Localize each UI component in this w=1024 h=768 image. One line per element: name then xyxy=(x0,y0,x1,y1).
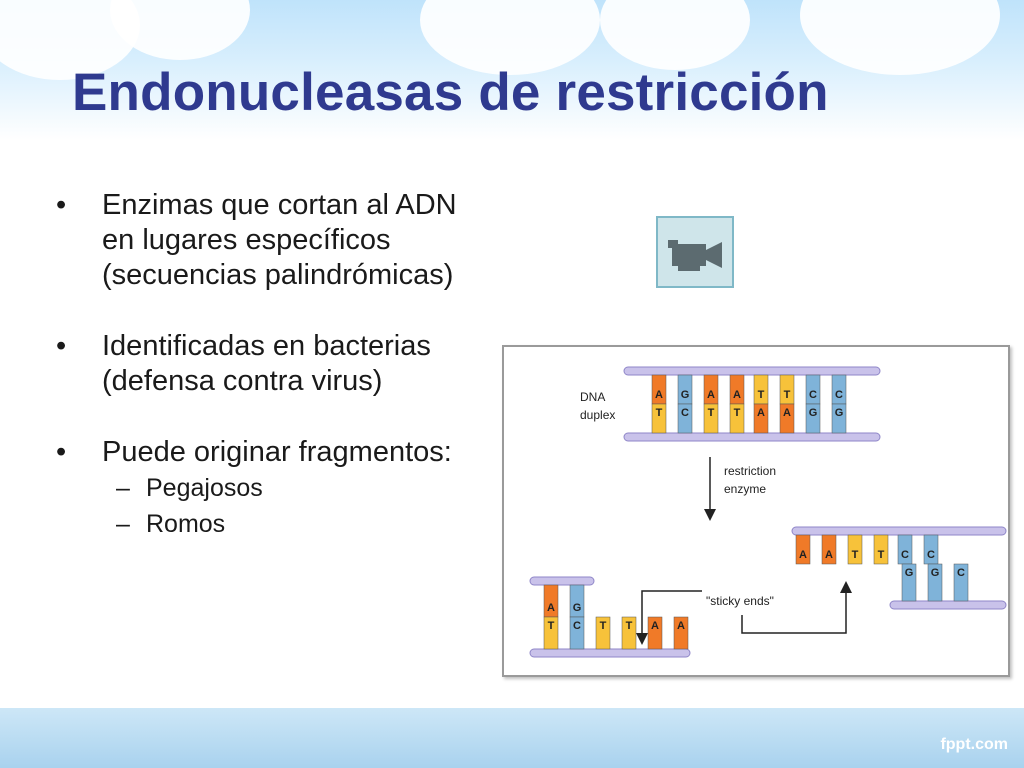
dna-backbone xyxy=(623,432,881,442)
nucleotide-base xyxy=(703,403,719,434)
sub-bullet-marker: – xyxy=(116,510,130,538)
base-letter: T xyxy=(548,620,555,632)
bullet-marker: • xyxy=(56,189,67,221)
nucleotide-base xyxy=(595,616,611,650)
base-letter: A xyxy=(547,602,555,614)
dna-backbone xyxy=(529,648,691,658)
nucleotide-base xyxy=(953,563,969,602)
base-letter: A xyxy=(783,407,791,419)
base-letter: A xyxy=(651,620,659,632)
base-letter: A xyxy=(757,407,765,419)
bullet-text: Enzimas que cortan al ADN en lugares esp… xyxy=(102,189,457,291)
duplex-label: duplex xyxy=(580,408,615,422)
bullet-list: • Enzimas que cortan al ADN en lugares e… xyxy=(56,188,496,542)
base-letter: A xyxy=(677,620,685,632)
sticky-ends-arrow-right xyxy=(741,581,852,634)
slide-title: Endonucleasas de restricción xyxy=(72,63,829,122)
base-letter: C xyxy=(901,549,909,561)
sticky-ends-arrow-left xyxy=(636,590,702,645)
base-letter: T xyxy=(852,549,859,561)
base-letter: C xyxy=(809,389,817,401)
base-letter: C xyxy=(927,549,935,561)
base-letter: G xyxy=(809,407,818,419)
bullet-text: Identificadas en bacterias (defensa cont… xyxy=(102,330,431,397)
dna-backbone xyxy=(529,576,595,586)
sub-bullet-marker: – xyxy=(116,474,130,502)
base-letter: T xyxy=(708,407,715,419)
bullet-marker: • xyxy=(56,436,67,468)
base-letter: T xyxy=(734,407,741,419)
nucleotide-base xyxy=(647,616,663,650)
sub-bullet-item: – Romos xyxy=(56,506,496,542)
sub-bullet-item: – Pegajosos xyxy=(56,470,496,506)
sticky-ends-label: "sticky ends" xyxy=(706,594,774,608)
sub-bullet-text: Pegajosos xyxy=(146,474,263,502)
footer-brand: fppt.com xyxy=(940,736,1008,753)
nucleotide-base xyxy=(543,616,559,650)
bullet-item: • Identificadas en bacterias (defensa co… xyxy=(56,329,496,399)
nucleotide-base xyxy=(831,403,847,434)
base-letter: A xyxy=(733,389,741,401)
dna-backbone xyxy=(889,600,1007,610)
base-letter: G xyxy=(905,567,914,579)
base-letter: C xyxy=(681,407,689,419)
restriction-label: restriction xyxy=(724,464,776,478)
dna-backbone xyxy=(791,526,1007,536)
bullet-marker: • xyxy=(56,330,67,362)
nucleotide-base xyxy=(805,403,821,434)
nucleotide-base xyxy=(873,534,889,565)
nucleotide-base xyxy=(847,534,863,565)
base-letter: C xyxy=(957,567,965,579)
nucleotide-base xyxy=(753,403,769,434)
bullet-item: • Puede originar fragmentos: xyxy=(56,435,496,470)
base-letter: A xyxy=(655,389,663,401)
base-letter: C xyxy=(573,620,581,632)
base-letter: T xyxy=(656,407,663,419)
bullet-item: • Enzimas que cortan al ADN en lugares e… xyxy=(56,188,496,293)
base-letter: T xyxy=(758,389,765,401)
nucleotide-base xyxy=(795,534,811,565)
dna-backbone xyxy=(623,366,881,376)
nucleotide-base xyxy=(901,563,917,602)
nucleotide-base xyxy=(779,403,795,434)
base-letter: T xyxy=(626,620,633,632)
base-letter: G xyxy=(573,602,582,614)
footer-bar: fppt.com xyxy=(0,708,1024,768)
base-letter: G xyxy=(931,567,940,579)
nucleotide-base xyxy=(673,616,689,650)
nucleotide-base xyxy=(729,403,745,434)
base-letter: T xyxy=(600,620,607,632)
base-letter: A xyxy=(799,549,807,561)
nucleotide-base xyxy=(927,563,943,602)
nucleotide-base xyxy=(821,534,837,565)
base-letter: T xyxy=(784,389,791,401)
base-letter: A xyxy=(825,549,833,561)
base-letter: G xyxy=(835,407,844,419)
nucleotide-base xyxy=(569,616,585,650)
bullet-text: Puede originar fragmentos: xyxy=(102,436,452,468)
enzyme-label: enzyme xyxy=(724,482,766,496)
sky-background xyxy=(0,0,1024,140)
dna-label: DNA xyxy=(580,390,605,404)
base-letter: A xyxy=(707,389,715,401)
base-letter: C xyxy=(835,389,843,401)
nucleotide-base xyxy=(677,403,693,434)
movie-camera-icon[interactable] xyxy=(656,216,734,288)
nucleotide-base xyxy=(651,403,667,434)
base-letter: G xyxy=(681,389,690,401)
base-letter: T xyxy=(878,549,885,561)
sub-bullet-text: Romos xyxy=(146,510,226,538)
